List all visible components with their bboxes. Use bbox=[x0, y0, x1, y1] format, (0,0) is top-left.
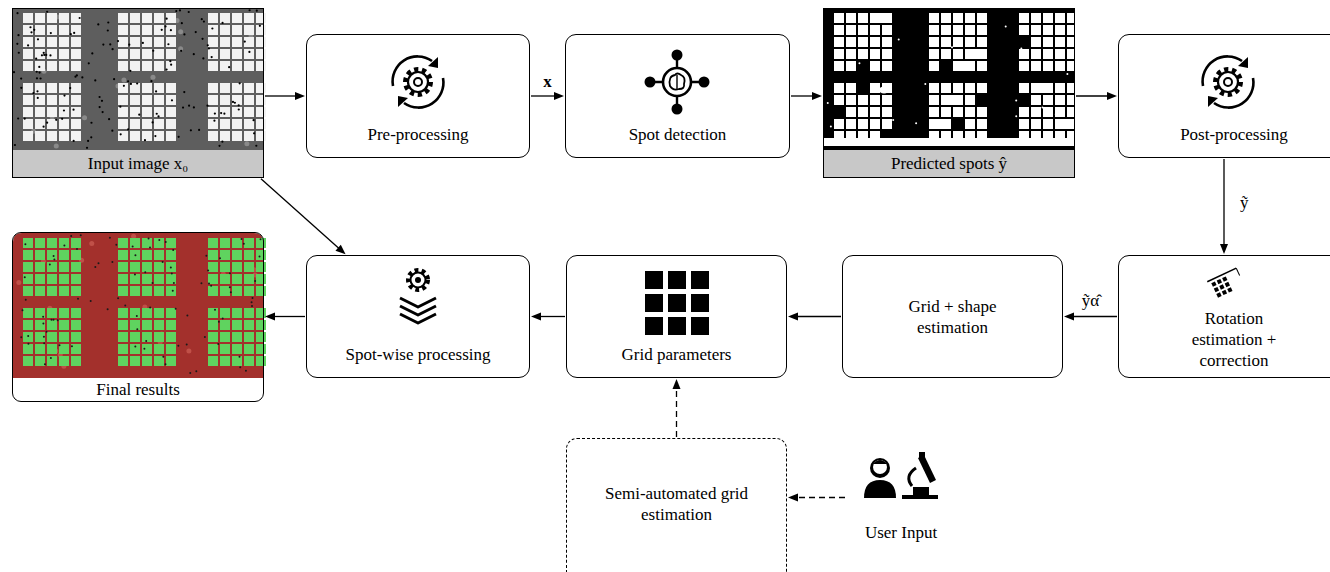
edge-label: x bbox=[541, 72, 554, 92]
detection-icon bbox=[645, 50, 710, 115]
dashed-arrow bbox=[673, 379, 681, 437]
predicted-image-ground bbox=[824, 9, 1074, 150]
process-box: Pre-processing bbox=[306, 34, 530, 158]
process-box: Grid parameters bbox=[566, 255, 787, 378]
input-image-ground bbox=[13, 9, 263, 150]
process-box: Post-processing bbox=[1118, 34, 1330, 158]
node-text: Rotation estimation + correction bbox=[1169, 308, 1299, 371]
flow-arrow bbox=[531, 92, 564, 100]
flow-arrow bbox=[791, 92, 822, 100]
node-text: User Input bbox=[865, 522, 937, 543]
caption-band bbox=[13, 150, 263, 177]
rotation-icon bbox=[1207, 268, 1244, 299]
node-text: Grid + shape estimation bbox=[903, 296, 1003, 338]
node-text: Semi-automated grid estimation bbox=[602, 483, 752, 525]
image-panel: Final results bbox=[12, 232, 264, 402]
optional-box: Semi-automated grid estimation bbox=[566, 438, 787, 572]
flow-arrow bbox=[788, 313, 841, 321]
flow-arrow bbox=[531, 313, 565, 321]
node-text: Spot detection bbox=[629, 124, 727, 145]
flow-arrow bbox=[261, 179, 346, 255]
flow-arrow bbox=[1076, 92, 1117, 100]
flow-arrow bbox=[1220, 159, 1228, 254]
dashed-arrow bbox=[788, 494, 845, 502]
node-text: Post-processing bbox=[1180, 124, 1288, 145]
image-panel: Input image x₀ bbox=[12, 8, 264, 178]
node-text: Input image x₀ bbox=[88, 153, 188, 174]
node-text: Pre-processing bbox=[367, 124, 468, 145]
node-text: Grid parameters bbox=[622, 344, 732, 365]
edge-label: ỹ bbox=[1238, 193, 1251, 213]
image-panel: Predicted spots ŷ bbox=[823, 8, 1075, 178]
edge-label: ỹα̂ bbox=[1080, 291, 1101, 311]
process-icon bbox=[393, 56, 444, 107]
caption-band bbox=[824, 150, 1074, 177]
process-box: Spot detection bbox=[565, 34, 790, 158]
process-icon bbox=[1203, 56, 1254, 107]
process-box: Grid + shape estimation bbox=[842, 255, 1063, 378]
flow-arrow bbox=[1064, 313, 1117, 321]
node-text: Final results bbox=[96, 379, 180, 400]
grid-icon bbox=[645, 271, 709, 335]
node-text: Spot-wise processing bbox=[346, 344, 491, 365]
spot-grids bbox=[13, 9, 1077, 374]
process-box: Spot-wise processing bbox=[306, 255, 530, 378]
user-figure: User Input bbox=[846, 450, 956, 545]
process-box: Rotation estimation + correction bbox=[1118, 255, 1330, 378]
user-icon bbox=[864, 452, 938, 499]
node-text: Predicted spots ŷ bbox=[891, 153, 1007, 174]
flow-arrow bbox=[265, 313, 305, 321]
flow-arrow bbox=[265, 92, 305, 100]
layers-icon bbox=[400, 271, 436, 323]
final-image-ground bbox=[13, 233, 263, 378]
